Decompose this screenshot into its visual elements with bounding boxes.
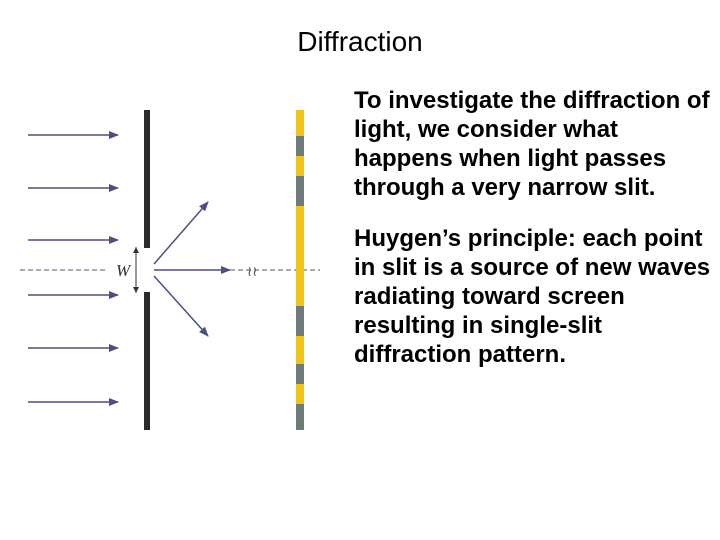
intro-paragraph: To investigate the diffraction of light,… <box>354 87 710 201</box>
screen-dark-band <box>296 364 304 384</box>
diffracted-arrow-down <box>153 275 209 337</box>
screen-dark-band <box>296 136 304 156</box>
barrier-top <box>144 110 150 248</box>
distance-break-mark: ≀≀ <box>247 264 258 280</box>
single-slit-diagram: W ≀≀ <box>20 110 320 430</box>
explanation-text: To investigate the diffraction of light,… <box>354 86 714 391</box>
slit-width-arrow-top <box>133 247 139 253</box>
screen-bright-band <box>296 206 304 234</box>
screen-bright-band <box>296 156 304 176</box>
screen-dark-band <box>296 306 304 336</box>
screen-pattern <box>296 110 304 430</box>
incoming-wave-arrows <box>28 131 119 406</box>
screen-dark-band <box>296 404 304 430</box>
slit-width-arrow-bottom <box>133 287 139 293</box>
screen-bright-band <box>296 336 304 364</box>
screen-central-bright-band <box>296 234 304 306</box>
screen-dark-band <box>296 176 304 206</box>
huygens-paragraph: Huygen’s principle: each point in slit i… <box>354 225 711 368</box>
screen-bright-band <box>296 110 304 136</box>
screen-bright-band <box>296 384 304 404</box>
slide-title: Diffraction <box>297 26 423 57</box>
diffracted-arrow-up <box>153 201 209 265</box>
slit-width-label: W <box>116 261 132 280</box>
barrier-bottom <box>144 292 150 430</box>
